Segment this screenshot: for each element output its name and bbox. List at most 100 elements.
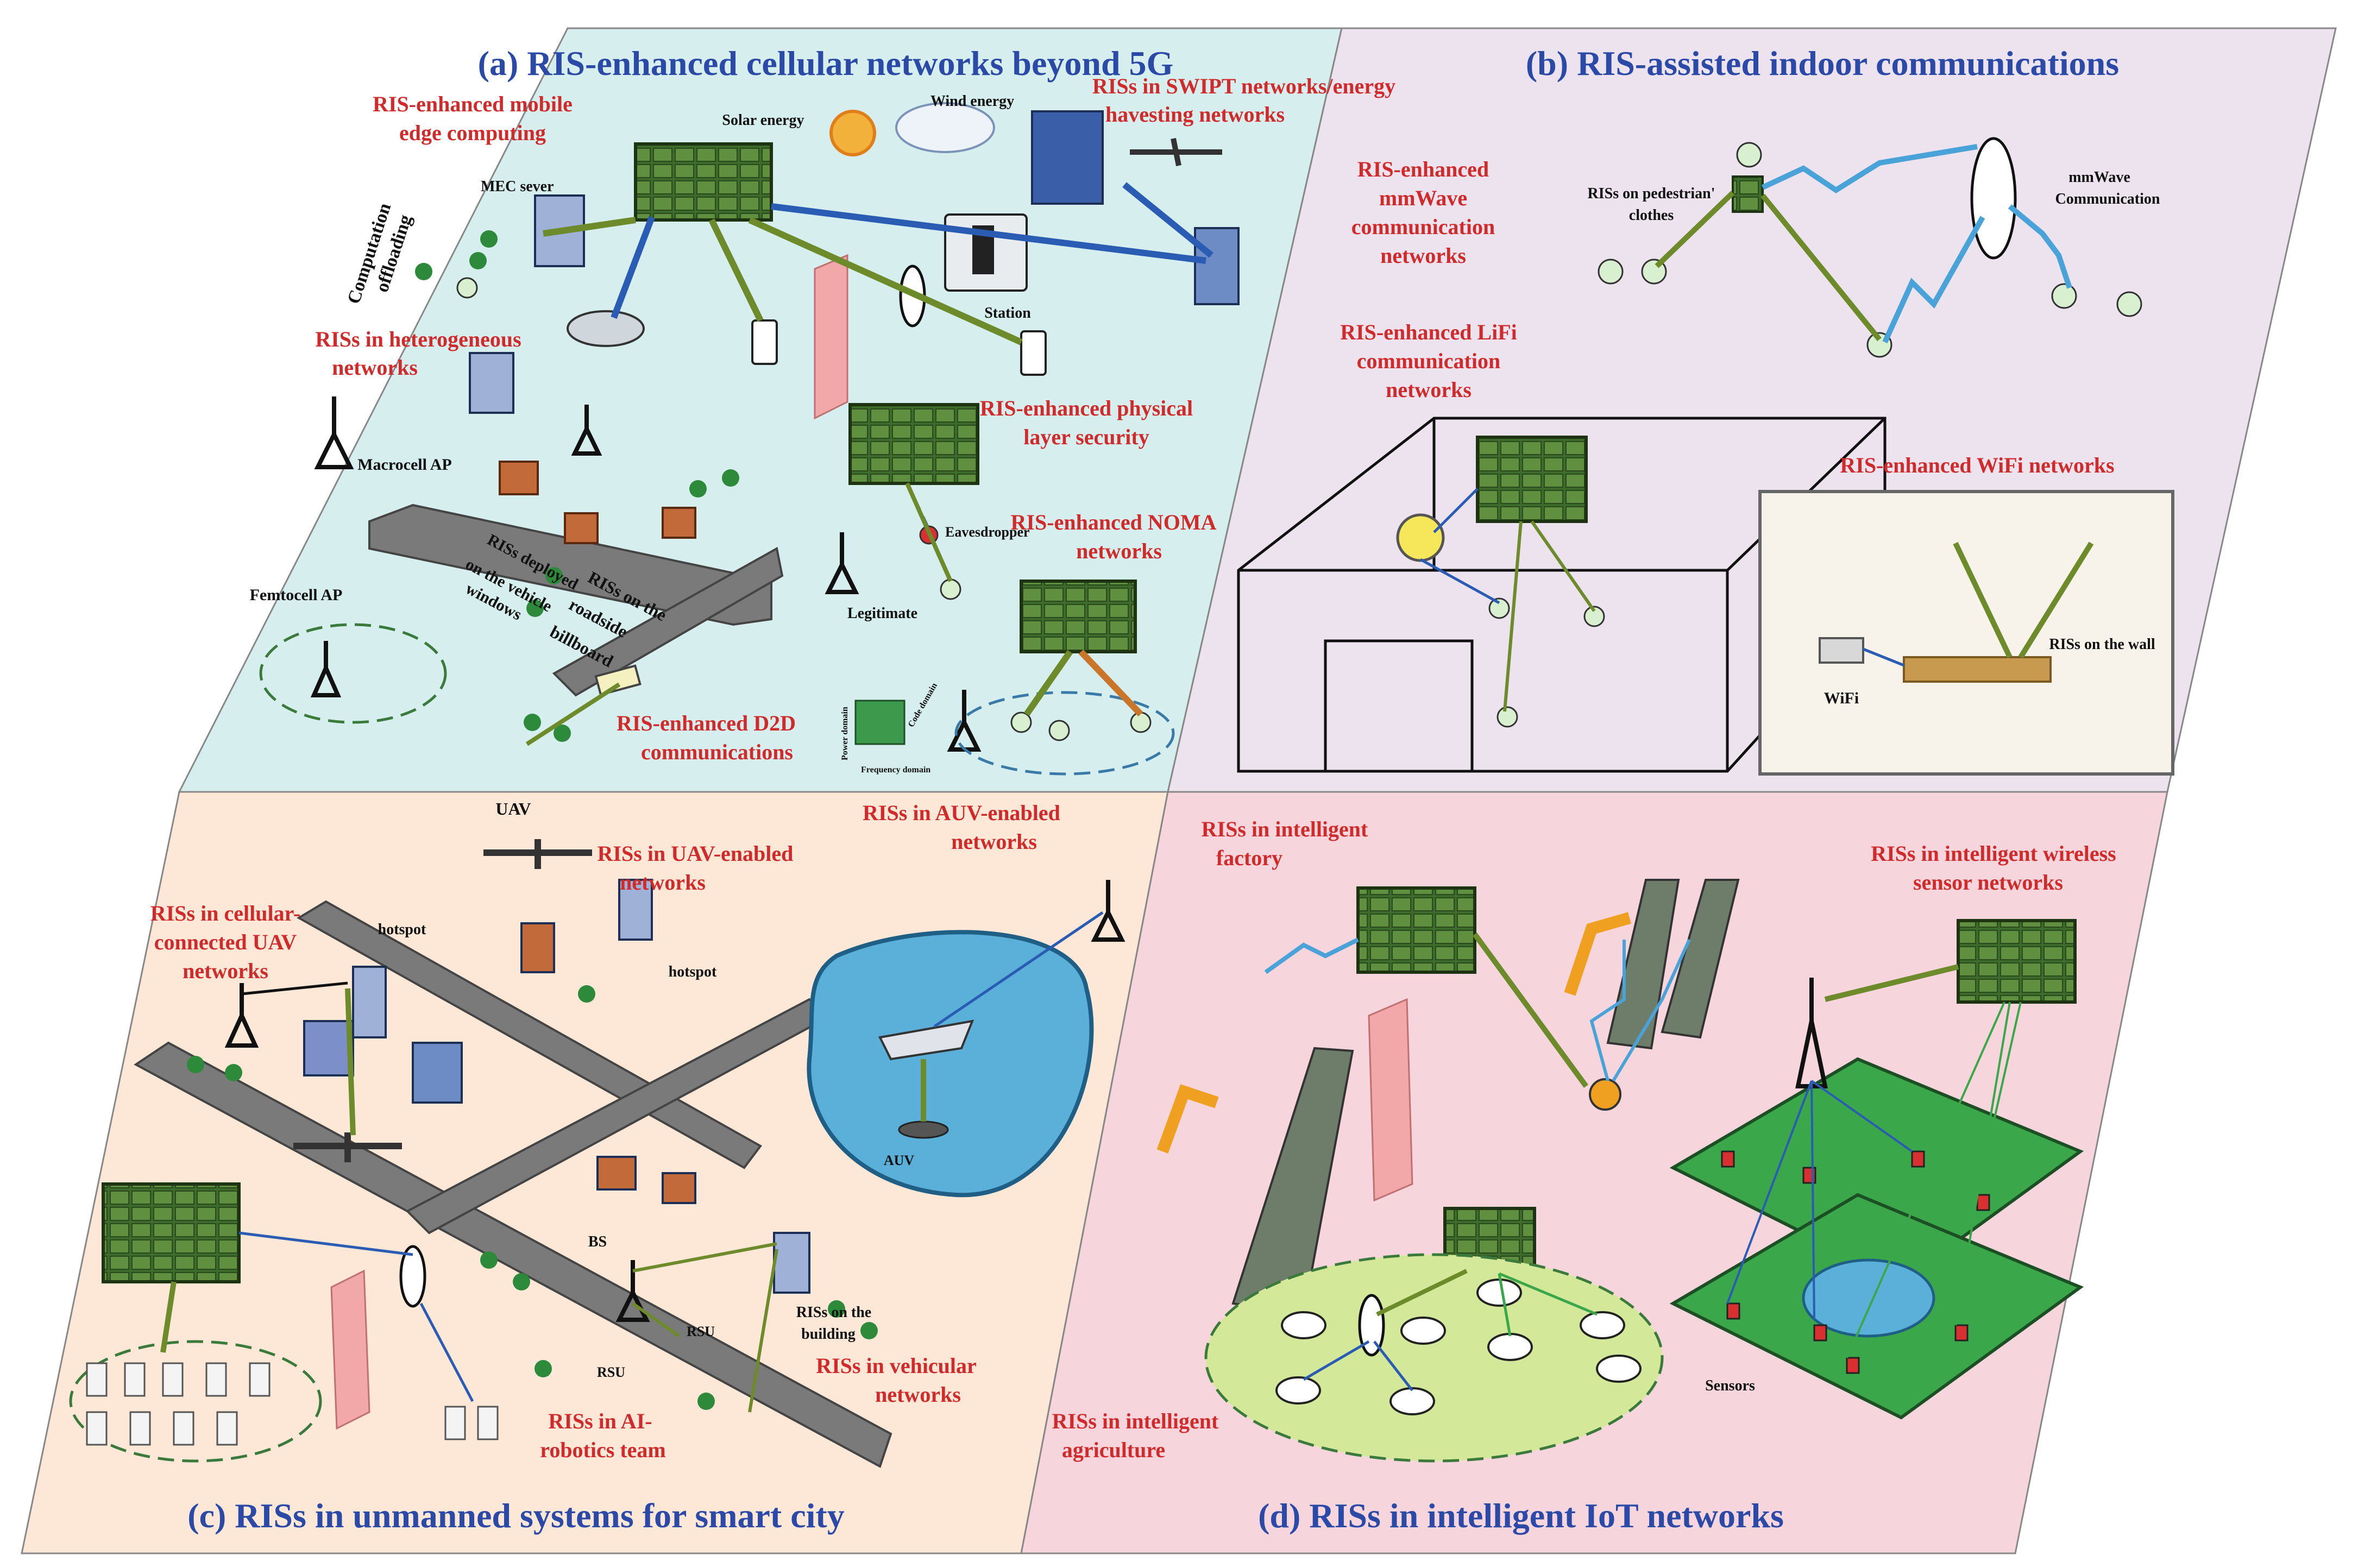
worker-icon [1589,1078,1621,1111]
panel-a-links [525,182,1213,746]
billboard-icon [594,664,642,696]
sun-icon [829,110,876,156]
label-legitimate: Legitimate [847,605,917,622]
light-bulb-icon [1396,513,1445,562]
panel-c-robots [86,1362,499,1446]
robot-arm-icon [1564,912,1632,996]
label-heterogeneous: RISs in heterogeneous [315,327,521,351]
noma-domain-chart [854,700,906,745]
building-icon [469,352,514,414]
ris-panel [1476,436,1588,523]
label-ai-robotics: robotics team [540,1438,665,1462]
label-lifi: networks [1386,377,1472,402]
label-physical-layer-security: RIS-enhanced physical [980,396,1193,420]
phone-icon [751,319,778,365]
car-icon [567,310,645,347]
road-main [368,503,772,626]
label-frequency-domain: Frequency domain [861,765,930,774]
label-hotspot: hotspot [378,921,426,938]
label-mmwave-networks: mmWave [1379,186,1467,210]
label-mmwave-communication: mmWave [2068,169,2130,186]
label-intelligent-factory: factory [1216,846,1282,870]
uav-icon [483,839,592,869]
panel-d-links [1264,933,2022,1391]
label-d2d: RIS-enhanced D2D [617,711,796,735]
label-lifi: RIS-enhanced LiFi [1340,320,1517,344]
label-ris-building: building [801,1326,856,1343]
panel-c-links [160,911,1104,1413]
label-mmwave-networks: networks [1380,243,1466,268]
label-wireless-sensor-networks: RISs in intelligent wireless [1871,841,2116,866]
ap-tower-icon [1970,137,2017,260]
user-icon [456,277,478,299]
label-mmwave-communication: Communication [2055,191,2160,207]
label-uav-networks: RISs in UAV-enabled [598,841,794,866]
label-heterogeneous: networks [332,355,418,380]
panel-c-buildings [303,879,810,1294]
auv-icon [898,1120,949,1139]
user-icon [940,578,961,600]
lake [807,930,1094,1198]
wall-ris-panel [1903,656,2052,683]
label-ai-robotics: RISs in AI- [548,1409,652,1433]
user-icon [1130,711,1152,733]
building-icon [1031,110,1104,205]
label-mmwave-networks: communication [1351,215,1495,239]
conveyor-belt [1606,879,1680,1050]
ship-icon [878,1019,974,1061]
label-eavesdropper: Eavesdropper [945,524,1030,540]
ris-panel [1957,919,2077,1004]
label-noma: RIS-enhanced NOMA [1011,510,1217,534]
livestock-icons [1275,1279,1642,1415]
label-macrocell-ap: Macrocell AP [357,456,452,474]
label-bs: BS [588,1233,607,1250]
label-femtocell-ap: Femtocell AP [250,586,343,604]
road-cross [552,546,784,697]
building-icon [662,507,696,539]
femtocell-coverage [259,623,447,724]
panel-b-title: (b) RIS-assisted indoor communications [1526,44,2119,83]
label-wind-energy: Wind energy [930,93,1014,110]
label-mec: RIS-enhanced mobile [373,92,573,116]
building-icon [564,512,599,544]
label-wifi-networks: RIS-enhanced WiFi networks [1840,453,2114,477]
uav-icon [293,1132,402,1162]
tower-icon [571,405,602,456]
label-swipt: RISs in SWIPT networks/energy [1092,74,1395,98]
label-rsu: RSU [687,1324,715,1339]
label-auv: AUV [884,1153,915,1168]
panel-d-artwork [1156,879,2084,1463]
ris-panel [1732,175,1764,213]
panel-a-title: (a) RIS-enhanced cellular networks beyon… [478,44,1174,83]
panel-d-title: (d) RISs in intelligent IoT networks [1258,1496,1784,1535]
macrocell-tower-icon [314,396,354,469]
label-mmwave-networks: RIS-enhanced [1357,157,1489,181]
wall [1368,998,1413,1202]
label-physical-layer-security: layer security [1023,425,1149,449]
label-power-domain: Power domain [840,707,850,760]
label-vehicular-networks: RISs in vehicular [816,1353,977,1378]
label-noma: networks [1076,539,1162,563]
label-sensors: Sensors [1705,1377,1755,1394]
terrain-lake [1802,1258,1935,1338]
ris-panel [1356,886,1476,974]
ris-panel [102,1182,241,1283]
label-hotspot: hotspot [669,964,717,980]
user-icon [1048,720,1070,741]
tower-icon [825,532,859,594]
label-mec-server: MEC sever [481,178,554,195]
label-ris-building: RISs on the [796,1304,871,1321]
ap-tower-icon [1358,1294,1385,1357]
office-floor-plan [1758,490,2174,776]
label-intelligent-factory: RISs in intelligent [1202,817,1368,841]
tower-icon [1091,880,1125,942]
bs-tower-icon [615,1260,650,1322]
sensor-icons [1721,1150,1990,1374]
label-ris-on-wall: RISs on the wall [2049,636,2155,653]
label-d2d: communications [641,740,793,764]
farm-field [1204,1253,1664,1463]
label-rsu: RSU [597,1364,625,1380]
panel-b-artwork [1237,137,2174,776]
wall [330,1269,370,1430]
